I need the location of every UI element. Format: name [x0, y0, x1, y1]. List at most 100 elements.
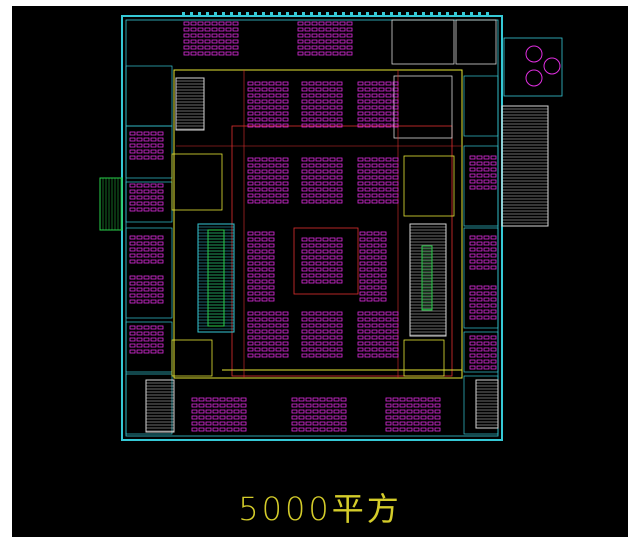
desk	[364, 123, 371, 128]
desk	[483, 341, 490, 346]
desk	[364, 341, 371, 346]
desk	[225, 27, 232, 32]
desk	[329, 81, 336, 86]
desk	[380, 237, 387, 242]
desk	[268, 353, 275, 358]
desk	[371, 335, 378, 340]
desk	[261, 237, 268, 242]
desk	[359, 255, 366, 260]
desk	[318, 39, 325, 44]
desk	[469, 167, 476, 172]
desk	[150, 259, 157, 264]
top-edge-mark	[190, 12, 193, 16]
desk	[198, 403, 205, 408]
desk	[490, 285, 497, 290]
desk	[392, 81, 399, 86]
desk	[392, 347, 399, 352]
desk	[254, 231, 261, 236]
desk	[275, 181, 282, 186]
desk	[311, 51, 318, 56]
desk	[490, 365, 497, 370]
desk	[373, 243, 380, 248]
desk	[297, 45, 304, 50]
desk	[282, 317, 289, 322]
top-edge-mark	[470, 12, 473, 16]
desk	[254, 323, 261, 328]
desk	[254, 175, 261, 180]
desk	[322, 117, 329, 122]
desk	[380, 243, 387, 248]
desk-cluster	[191, 397, 247, 432]
desk	[392, 163, 399, 168]
desk	[136, 247, 143, 252]
desk	[378, 163, 385, 168]
top-edge-mark	[446, 12, 449, 16]
desk	[371, 123, 378, 128]
desk	[261, 243, 268, 248]
desk	[268, 81, 275, 86]
desk	[371, 329, 378, 334]
desk	[357, 335, 364, 340]
desk	[197, 27, 204, 32]
desk	[136, 343, 143, 348]
desk	[359, 291, 366, 296]
desk	[378, 105, 385, 110]
annexes	[503, 37, 563, 97]
desk	[232, 39, 239, 44]
desk	[326, 427, 333, 432]
desk	[301, 255, 308, 260]
desk	[225, 45, 232, 50]
desk	[325, 27, 332, 32]
desk	[129, 207, 136, 212]
desk	[322, 193, 329, 198]
desk	[204, 27, 211, 32]
desk	[339, 45, 346, 50]
desk	[385, 175, 392, 180]
desk	[340, 409, 347, 414]
desk	[339, 33, 346, 38]
desk	[275, 157, 282, 162]
desk	[205, 403, 212, 408]
top-edge-mark	[294, 12, 297, 16]
desk	[385, 403, 392, 408]
desk	[325, 45, 332, 50]
desk	[315, 105, 322, 110]
desk	[254, 243, 261, 248]
desk	[143, 143, 150, 148]
desk	[483, 179, 490, 184]
desk	[336, 353, 343, 358]
desk	[322, 323, 329, 328]
desk	[359, 231, 366, 236]
desk-cluster	[301, 237, 343, 284]
desk-cluster	[291, 397, 347, 432]
desk	[392, 105, 399, 110]
top-edge-mark	[334, 12, 337, 16]
desk	[157, 149, 164, 154]
desk-cluster	[357, 157, 399, 204]
desk	[136, 137, 143, 142]
desk	[143, 241, 150, 246]
desk	[322, 261, 329, 266]
desk	[191, 403, 198, 408]
desk	[305, 397, 312, 402]
desk	[326, 409, 333, 414]
desk	[218, 39, 225, 44]
desk	[211, 39, 218, 44]
desk	[218, 45, 225, 50]
desk	[308, 163, 315, 168]
desk	[366, 231, 373, 236]
desk	[190, 45, 197, 50]
desk	[247, 335, 254, 340]
desk	[378, 347, 385, 352]
desk	[315, 249, 322, 254]
desk	[282, 123, 289, 128]
desk	[385, 317, 392, 322]
desk	[305, 409, 312, 414]
desk	[312, 409, 319, 414]
desk	[219, 397, 226, 402]
desk	[157, 247, 164, 252]
desk	[340, 397, 347, 402]
desk	[254, 261, 261, 266]
desk	[336, 335, 343, 340]
desk	[406, 397, 413, 402]
